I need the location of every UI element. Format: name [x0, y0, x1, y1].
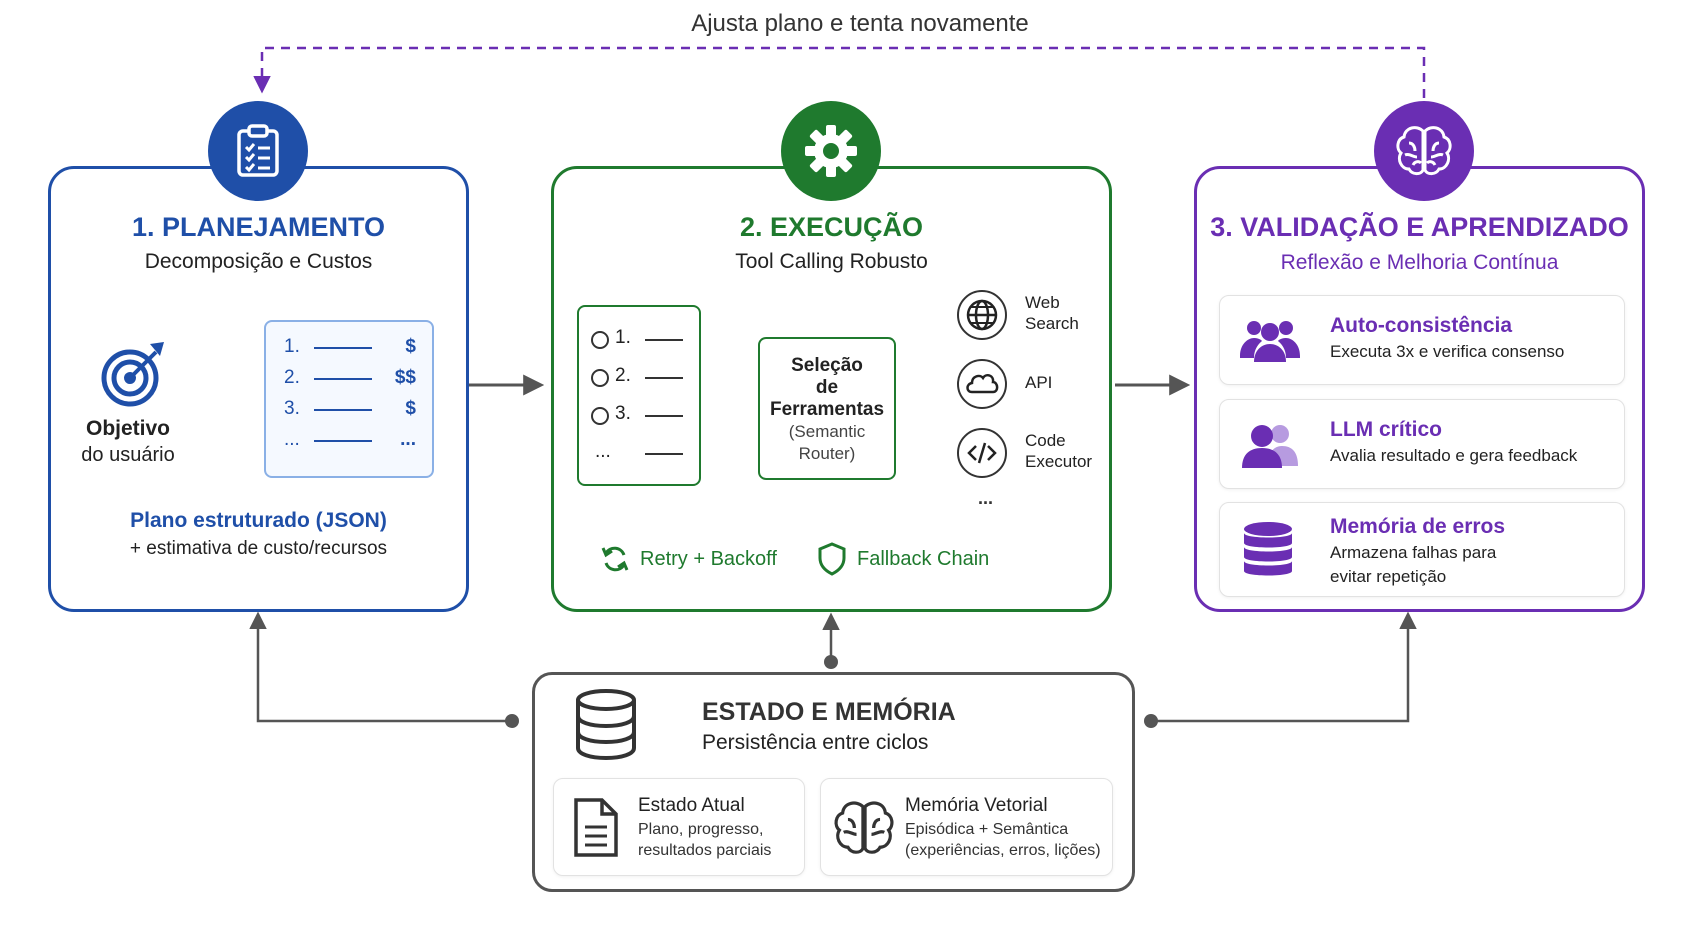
tools-more: ...: [978, 488, 994, 508]
plan-list: 1. $2. $$ 3. $......: [264, 320, 434, 478]
plan-row-number: 2.: [284, 367, 300, 388]
feedback-loop-arrow: [253, 46, 1426, 98]
validation-title: 3. VALIDAÇÃO E APRENDIZADO: [1210, 212, 1629, 242]
plan-row-line: [314, 440, 372, 442]
step-line: [645, 377, 683, 379]
plan-row-line: [314, 409, 372, 411]
group-icon: [1240, 321, 1300, 362]
gear-icon: [781, 101, 881, 201]
tool-selector: Seleção de Ferramentas (Semantic Router): [758, 337, 896, 480]
database-icon: [1244, 522, 1292, 576]
state-subtitle: Persistência entre ciclos: [702, 731, 929, 754]
planning-title: 1. PLANEJAMENTO: [131, 212, 386, 242]
clipboard-checklist-icon: [208, 101, 308, 201]
state-title: ESTADO E MEMÓRIA: [702, 698, 956, 726]
plan-row-cost: $: [405, 398, 416, 419]
current-state-card: Estado Atual Plano, progresso, resultado…: [553, 778, 805, 876]
execution-title: 2. EXECUÇÃO: [739, 212, 924, 242]
code-icon: [957, 428, 1007, 478]
validation-card-desc: evitar repetição: [1330, 567, 1447, 586]
tool-label: API: [1025, 373, 1053, 392]
validation-subtitle: Reflexão e Melhoria Contínua: [1280, 251, 1559, 274]
users-icon: [1242, 425, 1298, 468]
vector-memory-card: Memória Vetorial Episódica + Semântica (…: [820, 778, 1113, 876]
tool-item: API: [957, 359, 1107, 413]
document-icon: [574, 798, 618, 857]
state-to-valid-connector: [1151, 611, 1417, 723]
plan-row-line: [314, 378, 372, 380]
plan-output-title: Plano estruturado (JSON): [130, 509, 387, 532]
step-list: 1. 2. 3....: [577, 305, 701, 486]
plan-row: ......: [266, 429, 432, 453]
feedback-loop-label: Ajusta plano e tenta novamente: [691, 10, 1029, 37]
step-number: 2.: [615, 365, 631, 386]
step-radio: [591, 407, 609, 425]
plan-row-cost: $: [405, 336, 416, 357]
refresh-icon: [601, 546, 629, 572]
step-row: 1.: [579, 327, 699, 353]
fallback-chain: Fallback Chain: [817, 542, 989, 576]
brain-icon: [1374, 101, 1474, 201]
plan-row-cost: ...: [400, 429, 416, 450]
validation-card-title: LLM crítico: [1330, 418, 1443, 441]
state-to-plan-connector: [249, 611, 512, 723]
step-row: 2.: [579, 365, 699, 391]
step-row: ...: [579, 441, 699, 467]
planning-subtitle: Decomposição e Custos: [144, 250, 373, 273]
validation-card-desc: Avalia resultado e gera feedback: [1330, 446, 1578, 465]
state-database-icon: [574, 688, 638, 765]
plan-output-subtitle: + estimativa de custo/recursos: [129, 538, 388, 559]
step-number: 3.: [615, 403, 631, 424]
execution-panel: [551, 166, 1112, 612]
retry-backoff: Retry + Backoff: [600, 544, 777, 574]
validation-card-desc: Executa 3x e verifica consenso: [1330, 342, 1565, 361]
brain-outline-icon: [834, 801, 894, 854]
plan-row: 1. $: [266, 336, 432, 360]
validation-card-desc: Armazena falhas para: [1330, 543, 1497, 562]
validation-card-title: Auto-consistência: [1330, 314, 1513, 337]
plan-row: 3. $: [266, 398, 432, 422]
plan-row-cost: $$: [394, 367, 416, 388]
step-line: [645, 453, 683, 455]
globe-icon: [957, 290, 1007, 340]
target-icon: [98, 340, 168, 408]
goal-label: Objetivo do usuário: [81, 417, 175, 466]
step-row: 3.: [579, 403, 699, 429]
step-number: ...: [595, 441, 611, 462]
step-number: 1.: [615, 327, 631, 348]
plan-row-number: 1.: [284, 336, 300, 357]
step-line: [645, 415, 683, 417]
step-line: [645, 339, 683, 341]
plan-row-number: ...: [284, 429, 300, 450]
plan-row: 2. $$: [266, 367, 432, 391]
execution-subtitle: Tool Calling Robusto: [735, 250, 928, 273]
validation-card-title: Memória de erros: [1330, 515, 1506, 538]
cloud-icon: [957, 359, 1007, 409]
step-radio: [591, 369, 609, 387]
plan-row-line: [314, 347, 372, 349]
shield-icon: [818, 542, 846, 576]
plan-row-number: 3.: [284, 398, 300, 419]
step-radio: [591, 331, 609, 349]
